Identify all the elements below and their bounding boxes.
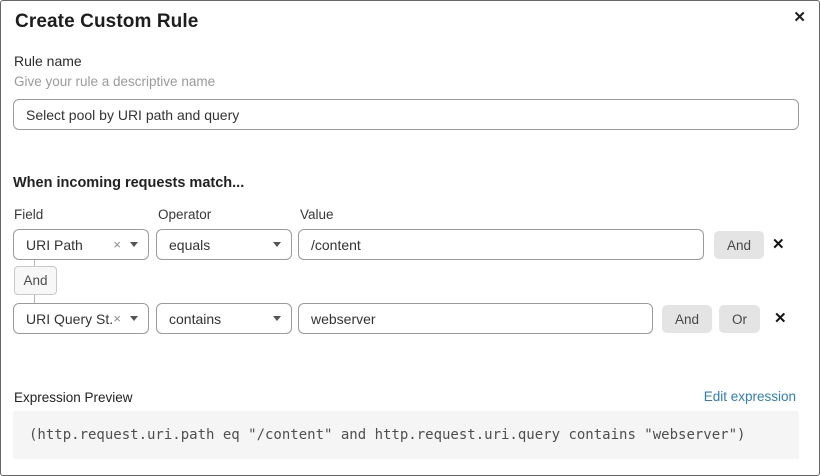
field-select-row1[interactable]: URI Path × bbox=[13, 229, 149, 260]
rule-name-label: Rule name bbox=[14, 53, 82, 69]
expression-code-block: (http.request.uri.path eq "/content" and… bbox=[13, 411, 799, 459]
field-select-row1-value: URI Path bbox=[26, 236, 83, 253]
rule-name-help: Give your rule a descriptive name bbox=[14, 74, 216, 89]
operator-select-row2-value: contains bbox=[169, 310, 222, 327]
operator-column-label: Operator bbox=[158, 207, 212, 222]
chevron-down-icon bbox=[130, 242, 138, 247]
and-button-row2[interactable]: And bbox=[662, 305, 713, 333]
remove-selection-icon[interactable]: × bbox=[113, 237, 121, 252]
field-column-label: Field bbox=[14, 207, 44, 222]
value-input-row2[interactable] bbox=[298, 303, 653, 334]
close-icon[interactable]: ✕ bbox=[793, 9, 806, 26]
delete-row1-icon[interactable]: ✕ bbox=[772, 236, 785, 253]
value-input-row1[interactable] bbox=[298, 229, 704, 260]
value-column-label: Value bbox=[300, 207, 334, 222]
chevron-down-icon bbox=[130, 316, 138, 321]
operator-select-row1-value: equals bbox=[169, 236, 211, 253]
expression-preview-label: Expression Preview bbox=[14, 390, 133, 405]
page-title: Create Custom Rule bbox=[15, 11, 199, 32]
rule-name-input[interactable] bbox=[13, 99, 799, 130]
and-connector-pill: And bbox=[14, 266, 57, 295]
edit-expression-link[interactable]: Edit expression bbox=[703, 389, 796, 404]
chevron-down-icon bbox=[273, 242, 281, 247]
chevron-down-icon bbox=[273, 316, 281, 321]
operator-select-row2[interactable]: contains bbox=[156, 303, 292, 334]
or-button-row2[interactable]: Or bbox=[719, 305, 760, 333]
field-select-row2[interactable]: URI Query St... × bbox=[13, 303, 149, 334]
and-button-row1[interactable]: And bbox=[714, 231, 765, 259]
field-select-row2-value: URI Query St... bbox=[26, 310, 114, 327]
match-section-heading: When incoming requests match... bbox=[13, 175, 245, 191]
remove-selection-icon[interactable]: × bbox=[113, 311, 121, 326]
operator-select-row1[interactable]: equals bbox=[156, 229, 292, 260]
expression-code: (http.request.uri.path eq "/content" and… bbox=[29, 427, 746, 443]
delete-row2-icon[interactable]: ✕ bbox=[774, 310, 787, 327]
